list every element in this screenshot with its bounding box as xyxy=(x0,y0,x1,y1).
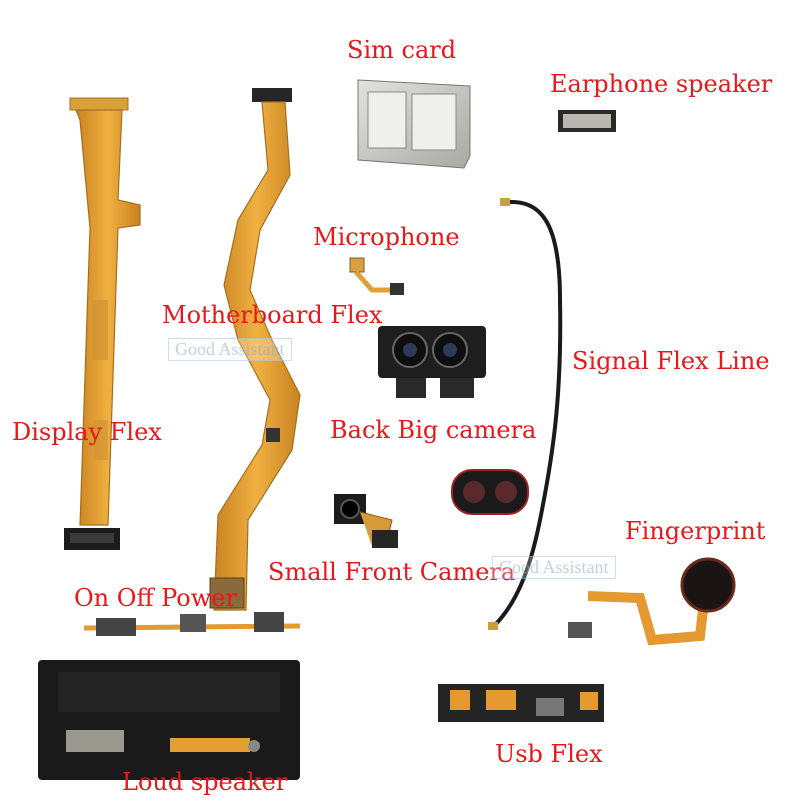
loud-speaker-part xyxy=(38,660,300,780)
motherboard-flex-part xyxy=(209,88,301,611)
label-fingerprint: Fingerprint xyxy=(625,517,766,545)
label-earphone-speaker: Earphone speaker xyxy=(550,70,773,98)
watermark-right: Good Assistant xyxy=(492,556,616,579)
label-small-front-camera: Small Front Camera xyxy=(268,558,516,586)
label-microphone: Microphone xyxy=(313,223,460,251)
label-loud-speaker: Loud speaker xyxy=(122,768,288,796)
signal-flex-line-part xyxy=(488,198,563,630)
label-on-off-power: On Off Power xyxy=(74,584,237,612)
microphone-part xyxy=(349,257,404,295)
usb-flex-part xyxy=(438,684,604,722)
back-camera-part xyxy=(378,326,486,398)
label-sim-card: Sim card xyxy=(347,36,457,64)
label-motherboard-flex: Motherboard Flex xyxy=(162,301,383,329)
label-usb-flex: Usb Flex xyxy=(495,740,603,768)
fingerprint-part xyxy=(568,557,736,646)
earphone-speaker-part xyxy=(558,110,616,132)
watermark-left: Good Assistant xyxy=(168,338,292,361)
sim-tray-part xyxy=(357,79,471,169)
label-display-flex: Display Flex xyxy=(12,418,162,446)
label-back-big-camera: Back Big camera xyxy=(330,416,537,444)
label-signal-flex-line: Signal Flex Line xyxy=(572,347,770,375)
power-button-flex-part xyxy=(83,612,301,636)
front-camera-part xyxy=(334,494,398,548)
display-flex-part xyxy=(64,97,141,550)
camera-lens-cover-part xyxy=(451,469,529,515)
